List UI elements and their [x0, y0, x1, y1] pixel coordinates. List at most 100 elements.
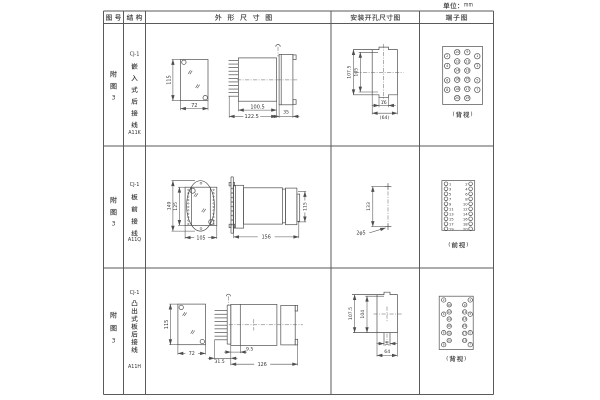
cjk-glyph: [463, 111, 470, 118]
terminal-number: 16: [463, 216, 468, 221]
terminal-circle: [474, 53, 481, 60]
cjk-glyph: [240, 14, 247, 21]
terminal-number: 19: [463, 339, 467, 343]
dim-label: (64): [380, 115, 390, 121]
terminal-number: 13: [465, 69, 469, 73]
cjk-glyph: [365, 14, 372, 21]
front-view: 115 72: [167, 59, 209, 111]
terminal-number: 12: [455, 59, 459, 63]
terminal-number: 14: [455, 69, 459, 73]
dim-label: 64: [384, 349, 390, 355]
cjk-glyph: [386, 14, 393, 21]
dim-label: 107.5: [348, 307, 354, 320]
terminal-number: 19: [449, 226, 454, 231]
terminal-circle: [446, 316, 452, 322]
cjk-glyph: [252, 14, 260, 21]
terminal-number: 16: [455, 78, 459, 82]
terminal-number: 1: [469, 298, 471, 302]
terminal-number: 6: [443, 331, 445, 335]
terminal-number: 11: [463, 310, 467, 314]
terminal-number: 7: [469, 343, 471, 347]
terminal-circle: [444, 62, 451, 70]
terminal-number: 16: [447, 324, 451, 328]
cjk-glyph: [445, 14, 453, 21]
cjk-glyph: [110, 311, 117, 319]
glyph-char: (: [452, 112, 454, 118]
terminal-number: 3: [469, 312, 471, 316]
terminal-circle: [443, 181, 449, 186]
structure-model: CJ-1: [130, 182, 140, 188]
glyph-char: (: [448, 242, 450, 248]
cjk-glyph: [449, 355, 456, 362]
terminal-number: 6: [446, 78, 448, 82]
cjk-glyph: [379, 14, 386, 21]
structure-model: CJ-1: [130, 290, 140, 296]
cjk-glyph: [394, 14, 400, 21]
cjk-glyph: [135, 14, 143, 21]
structure-code: A11H: [128, 364, 141, 370]
terminal-number: 19: [465, 96, 469, 100]
figure-no-label: 3: [110, 311, 117, 345]
terminal-number: 11: [465, 59, 469, 63]
terminal-circle: [464, 58, 471, 65]
cjk-glyph: [458, 241, 466, 249]
terminal-circle: [467, 342, 473, 348]
cjk-glyph: [110, 83, 117, 90]
terminal-circle: [468, 196, 473, 201]
terminal-circle: [464, 85, 471, 93]
cjk-glyph: [350, 14, 357, 21]
terminal-number: 5: [449, 191, 452, 196]
front-view: 149 125 105: [167, 180, 218, 241]
cjk-glyph: [131, 86, 138, 93]
terminal-circle: [446, 302, 452, 308]
terminal-circle: [441, 330, 447, 336]
cjk-glyph: [131, 300, 138, 307]
cjk-glyph: [131, 315, 138, 322]
header-cell-outline: [215, 14, 272, 21]
dim-label: 107.5: [347, 66, 353, 79]
terminal-number: 20: [455, 96, 459, 100]
structure-model: CJ-1: [130, 51, 140, 57]
side-view: 115 156: [228, 176, 309, 241]
cjk-glyph: [131, 307, 138, 314]
terminal-number: 14: [463, 211, 468, 216]
terminal-circle: [468, 201, 473, 206]
terminal-number: 12: [463, 206, 468, 211]
dim-label: 125: [173, 202, 179, 211]
terminal-number: 7: [476, 88, 478, 92]
side-view: 100.5 122.5 35: [228, 44, 300, 120]
terminal-number: 4: [443, 312, 445, 316]
terminal-circle: [462, 323, 468, 329]
cjk-glyph: [131, 193, 138, 201]
cjk-glyph: [227, 14, 235, 21]
terminal-circle: [464, 49, 471, 56]
terminal-circle: [454, 49, 461, 56]
structure-code: A11Q: [128, 237, 141, 243]
terminal-number: 6: [465, 191, 468, 196]
glyph-char: m: [464, 3, 469, 9]
terminal-view-caption: (): [446, 355, 466, 362]
table-grid: [103, 10, 494, 395]
dim-label: 115: [164, 320, 170, 330]
terminal-circle: [468, 216, 473, 221]
terminal-number: 2: [443, 298, 445, 302]
dim-label: 122.5: [245, 114, 259, 120]
terminal-number: 1: [449, 181, 452, 186]
terminal-number: 4: [465, 186, 468, 191]
terminal-number: 3: [476, 64, 478, 68]
terminal-number: 12: [447, 310, 451, 314]
terminal-number: 20: [463, 226, 468, 231]
terminal-circle: [468, 221, 473, 226]
terminal-circle: [462, 302, 468, 308]
terminal-number: 18: [447, 331, 451, 335]
cjk-glyph: [455, 111, 462, 118]
front-view: 115 72: [164, 303, 206, 357]
terminal-circle: [454, 67, 461, 74]
dim-label: 2φ5: [356, 231, 365, 237]
cjk-glyph: [461, 14, 467, 21]
